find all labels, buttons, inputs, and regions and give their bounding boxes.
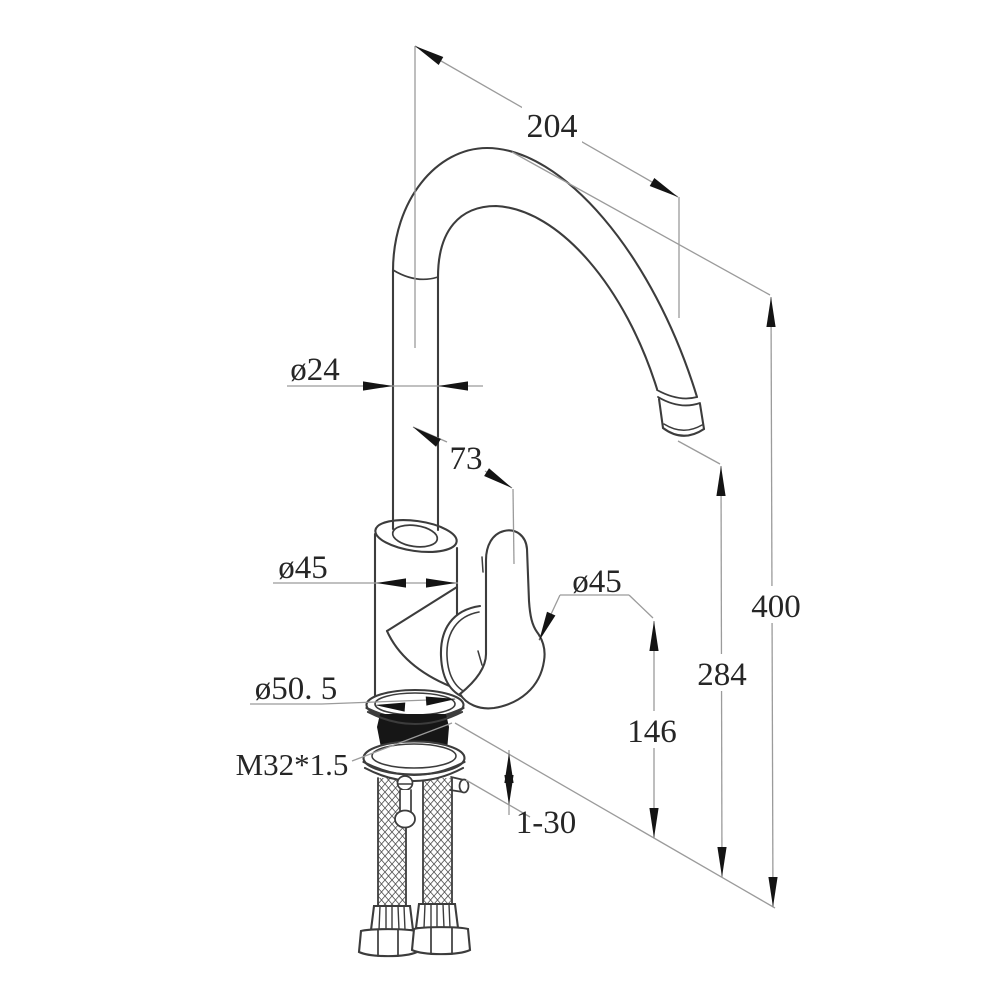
left-hex-nut	[357, 928, 419, 958]
base-flange-bottom-rim2	[363, 766, 465, 782]
aerator-ring-lower	[657, 396, 701, 407]
arrow-204-right	[649, 178, 681, 201]
right-collar-ribs	[423, 903, 451, 929]
aerator-cap-inner	[663, 423, 703, 431]
arrow-204-left	[412, 42, 444, 65]
handle-cap-rim-outer	[439, 604, 482, 701]
dim-45-right-jog	[628, 594, 654, 619]
dim-label-height-to-handle: 146	[627, 714, 677, 750]
dim-73-ext	[512, 488, 515, 565]
base-flange-bottom-side	[363, 758, 465, 781]
side-stud-cap	[458, 778, 470, 794]
left-hose	[378, 778, 406, 906]
aerator-side-right	[698, 402, 706, 431]
body-top-opening	[391, 524, 439, 548]
label-bg-204	[522, 104, 582, 144]
arrow-130-down	[504, 775, 514, 805]
handle-cone-lower-edge	[385, 629, 459, 691]
arrow-45-left-a	[376, 578, 406, 588]
spout-outer-curve	[391, 146, 699, 399]
dim-label-thread-spec: M32*1.5	[236, 747, 349, 782]
arrow-24-right	[438, 381, 468, 391]
dim-label-spout-tube-diameter: ø24	[290, 352, 340, 388]
counter-underside-line	[465, 779, 531, 818]
left-hex-nut-facets	[377, 928, 399, 957]
dim-label-handle-cap-diameter: ø45	[572, 564, 622, 600]
label-bg-146	[627, 711, 679, 748]
aerator-cap-bottom	[661, 426, 706, 437]
handle-lever-seam-upper	[481, 556, 484, 573]
aerator-side-left	[657, 397, 665, 430]
dim-284-jog	[677, 440, 721, 465]
flange-bolt	[396, 775, 414, 791]
dim-label-height-to-outlet: 284	[697, 657, 747, 693]
center-stud-knob	[394, 809, 416, 829]
arrow-45-left-b	[426, 578, 456, 588]
base-flange-top-rim2	[366, 710, 464, 725]
dimension-labels-group: 204 ø24 73 ø45 ø45 ø50. 5 M32*1.5 1-30 1…	[236, 104, 802, 841]
spout-inner-curve	[436, 204, 659, 391]
right-hex-nut-facets	[430, 926, 453, 955]
label-bg-400	[750, 586, 802, 623]
dim-m32-leader	[351, 722, 453, 762]
left-collar-ribs	[378, 905, 406, 931]
arrow-73-upper	[410, 423, 441, 447]
right-hose	[423, 778, 452, 904]
right-hex-nut	[410, 926, 472, 956]
center-stud-fill	[400, 790, 411, 812]
dim-label-handle-offset: 73	[450, 441, 483, 477]
arrow-400-top	[766, 297, 776, 327]
arrow-146-top	[649, 621, 659, 651]
dim-label-deck-thickness: 1-30	[516, 805, 577, 841]
dim-label-body-diameter: ø45	[278, 550, 328, 586]
arrow-24-left	[363, 381, 393, 391]
aerator-ring-upper	[656, 389, 698, 400]
handle-cap-rim-inner	[446, 611, 480, 695]
base-flange-bottom-inner-rim	[371, 743, 457, 769]
label-bg-284	[696, 654, 748, 691]
dim-label-spout-reach: 204	[527, 108, 578, 145]
arrow-284-top	[716, 466, 726, 496]
faucet-body-group	[357, 146, 706, 958]
handle-lever	[458, 529, 546, 710]
dim-label-base-diameter: ø50. 5	[255, 671, 338, 707]
handle-lever-seam-lower	[477, 650, 483, 666]
arrow-284-bottom	[717, 847, 727, 877]
arrow-400-bottom	[768, 877, 778, 907]
dim-400-jog	[511, 151, 771, 296]
base-flange-bottom-rim1	[362, 760, 466, 776]
spout-riser-seam	[392, 269, 439, 281]
handle-cone-top-edge	[385, 585, 459, 633]
arrow-146-bottom	[649, 808, 659, 838]
countertop-plane-line	[454, 722, 776, 909]
body-top-cap	[374, 519, 458, 553]
dim-label-total-height: 400	[751, 589, 801, 625]
arrow-73-lower	[484, 468, 515, 492]
